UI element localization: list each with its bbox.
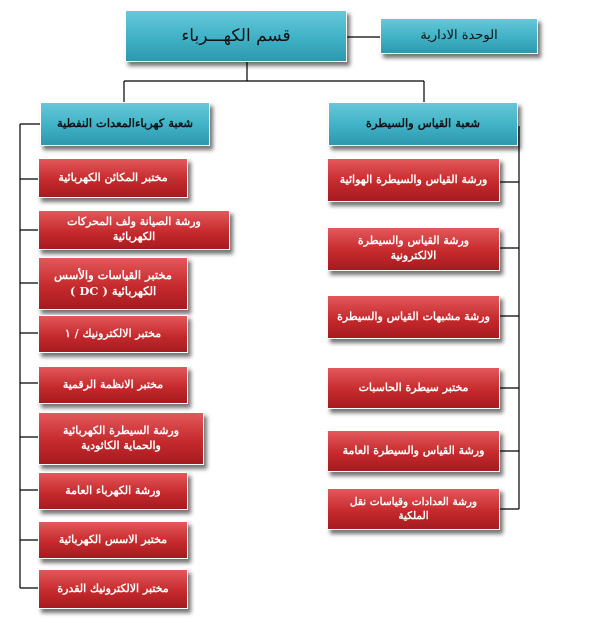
left-unit-label: مختبر الالكترونيك القدرة <box>57 581 169 595</box>
left-unit-box: مختبر المكائن الكهربائية <box>38 158 188 198</box>
left-unit-label: ورشة الكهرباء العامة <box>65 483 161 497</box>
right-branch-box: شعبة القياس والسيطرة <box>328 102 518 146</box>
left-unit-label: ورشة الصيانة ولف المحركات الكهربائية <box>67 215 201 243</box>
root-department-box: قسم الكهـــرباء <box>125 10 347 62</box>
left-unit-label: مختبر الاسس الكهربائية <box>58 532 168 546</box>
left-unit-box: مختبر الاسس الكهربائية <box>38 521 188 559</box>
left-unit-label: مختبر الانظمة الرقمية <box>62 377 164 391</box>
left-unit-label: ورشة السيطرة الكهربائية والحماية الكاثود… <box>62 423 180 452</box>
left-branch-label: شعبة كهرباءالمعدات النفطية <box>56 116 194 131</box>
right-unit-box: مختبر سيطرة الحاسبات <box>327 367 500 409</box>
left-unit-box: ورشة السيطرة الكهربائية والحماية الكاثود… <box>38 412 204 465</box>
left-unit-label: مختبر الالكترونيك / ١ <box>64 326 162 340</box>
right-unit-box: ورشة القياس والسيطرة الالكترونية <box>327 227 500 271</box>
left-unit-box: مختبر القياسات والأسس الكهربائية ( DC ) <box>38 257 188 310</box>
left-unit-box: مختبر الالكترونيك القدرة <box>38 569 188 609</box>
right-unit-label: ورشة القياس والسيطرة العامة <box>342 443 485 457</box>
left-unit-box: ورشة الكهرباء العامة <box>38 472 188 510</box>
right-unit-label: ورشة مشبهات القياس والسيطرة <box>337 309 490 323</box>
left-branch-box: شعبة كهرباءالمعدات النفطية <box>40 102 210 146</box>
root-department-label: قسم الكهـــرباء <box>181 25 291 46</box>
admin-unit-box: الوحدة الادارية <box>380 18 538 54</box>
left-unit-label: مختبر المكائن الكهربائية <box>58 170 168 184</box>
left-unit-box: مختبر الالكترونيك / ١ <box>38 315 188 353</box>
left-unit-box: ورشة الصيانة ولف المحركات الكهربائية <box>38 210 230 250</box>
right-unit-label: ورشة القياس والسيطرة الالكترونية <box>357 234 470 262</box>
right-unit-label: ورشة القياس والسيطرة الهوائية <box>339 172 488 186</box>
right-unit-label: مختبر سيطرة الحاسبات <box>358 380 469 394</box>
right-unit-box: ورشة العدادات وقياسات نقل الملكية <box>327 488 500 530</box>
right-unit-box: ورشة القياس والسيطرة العامة <box>327 430 500 472</box>
right-unit-box: ورشة القياس والسيطرة الهوائية <box>327 158 500 202</box>
right-unit-box: ورشة مشبهات القياس والسيطرة <box>327 295 500 339</box>
left-unit-box: مختبر الانظمة الرقمية <box>38 366 188 404</box>
right-unit-label: ورشة العدادات وقياسات نقل الملكية <box>349 495 478 522</box>
left-unit-label: مختبر القياسات والأسس الكهربائية ( DC ) <box>54 267 172 298</box>
admin-unit-label: الوحدة الادارية <box>420 28 498 44</box>
right-branch-label: شعبة القياس والسيطرة <box>365 116 481 131</box>
